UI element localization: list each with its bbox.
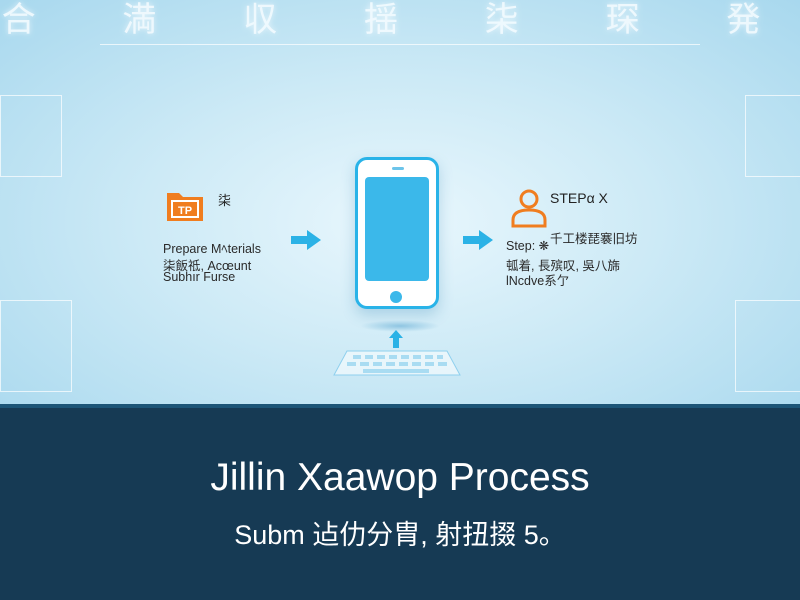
header-divider [100, 44, 700, 45]
phone-shadow [360, 320, 440, 332]
illustration-panel: 合 満 収 揺 柒 琛 発 TP 柒 Prepare Mﾍterials 柒飯祗… [0, 0, 800, 404]
left-step-line-2: 柒飯祗, Acœunt [163, 259, 252, 273]
right-step-line-3: lNcdve系亇 [506, 274, 570, 288]
smartphone-icon [355, 157, 439, 309]
right-step-line-1: Step: ❋ [506, 239, 550, 253]
footer-divider [0, 404, 800, 408]
phone-screen [365, 177, 429, 281]
right-step-line-2: 㼊着, 長殡叹, 吳八旆 [506, 259, 620, 273]
keyboard-icon [333, 350, 461, 376]
background-shelf-left-lower [0, 300, 72, 392]
left-step-line-3: Subhır Furse [163, 270, 236, 284]
footer-subtitle: Subm 迠仂分胄, 射扭掇 5。 [234, 520, 566, 550]
arrow-right-icon [291, 230, 321, 250]
folder-icon: TP [167, 193, 203, 221]
background-shelf-right [745, 95, 800, 177]
right-step-subheading: 千工楼琵褰旧坊 [550, 232, 638, 246]
background-shelf-left [0, 95, 62, 177]
arrow-right-icon-2 [463, 230, 493, 250]
phone-speaker [392, 167, 404, 170]
person-icon [511, 189, 547, 228]
phone-home-button [390, 291, 402, 303]
left-step-line-1: Prepare Mﾍterials [163, 242, 261, 256]
header-title: 合 満 収 揺 柒 琛 発 [1, 0, 799, 40]
left-step-heading: 柒 [218, 193, 232, 208]
background-shelf-right-lower [735, 300, 800, 392]
footer-banner [0, 404, 800, 600]
folder-icon-label: TP [178, 205, 192, 217]
arrow-up-icon [389, 330, 403, 348]
right-step-heading: STEPα X [550, 190, 608, 206]
footer-title: Jillin Xaawop Process [210, 456, 590, 499]
